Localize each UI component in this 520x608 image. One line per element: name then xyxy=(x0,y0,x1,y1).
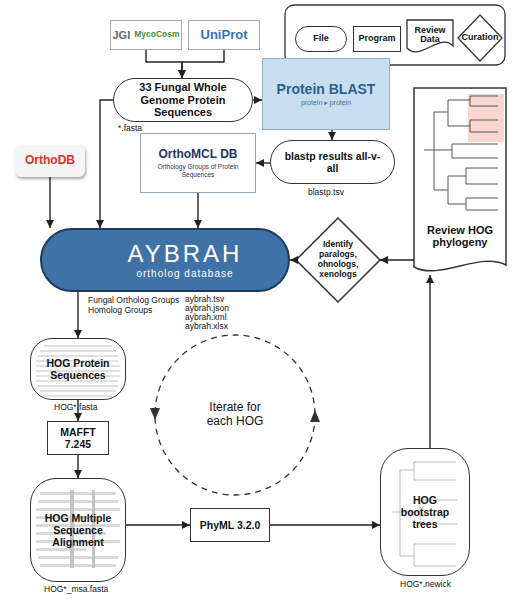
node-text: JGI xyxy=(112,29,130,42)
shape-path xyxy=(414,88,506,271)
file-node: HOG Multiple Sequence Alignment xyxy=(30,478,126,582)
legend-frame xyxy=(285,5,505,65)
tree-illustration xyxy=(424,94,504,210)
file-label: blastp.tsv xyxy=(308,188,344,197)
legend-shape-path xyxy=(458,15,502,61)
flow-arrow xyxy=(77,292,78,338)
file-label: HOG*.fasta xyxy=(54,403,97,412)
file-node: blastp results all-v-all xyxy=(270,140,395,184)
legend-text: Program xyxy=(358,34,395,43)
node-text: OrthoDB xyxy=(25,154,75,168)
legend-item: Program xyxy=(353,26,401,52)
file-label: Homolog Groups xyxy=(88,306,152,315)
node-text: Review HOG phylogeny xyxy=(422,224,498,249)
flow-arrow xyxy=(256,162,270,163)
node-text: MycoCosm xyxy=(134,30,179,40)
flow-arrow xyxy=(331,130,332,140)
iteration-cycle xyxy=(150,335,320,495)
flow-arrow xyxy=(429,275,430,448)
node-text: blastp results all-v-all xyxy=(279,150,386,174)
database-logo: OrthoDB xyxy=(15,145,85,177)
source-logo: UniProt xyxy=(188,20,260,50)
alignment-grid xyxy=(36,490,120,568)
node-text: Identify paralogs, ohnologs, xenologs xyxy=(310,240,366,279)
flow-arrow xyxy=(270,524,380,525)
node-text: Protein BLAST xyxy=(277,81,376,97)
database-box: AYBRAHortholog database xyxy=(40,228,290,292)
node-text: 33 Fungal Whole Genome Protein Sequences xyxy=(122,81,244,119)
decision-diamond: Identify paralogs, ohnologs, xenologs xyxy=(296,218,380,302)
legend-text: Curation xyxy=(462,33,499,42)
node-text: Orthology Groups of Protein Sequences xyxy=(141,163,255,178)
flow-arrow xyxy=(100,100,113,228)
flow-arrow xyxy=(197,193,198,228)
file-label: Fungal Ortholog Groups xyxy=(88,296,179,305)
file-label: aybrah.json xyxy=(185,304,229,313)
node-text: HOG Multiple Sequence Alignment xyxy=(39,512,117,548)
file-label: aybrah.xml xyxy=(185,313,227,322)
program-box: OrthoMCL DBOrthology Groups of Protein S… xyxy=(140,133,256,193)
file-node: HOG Protein Sequences xyxy=(30,338,126,400)
bootstrap-tree xyxy=(392,462,458,566)
legend-item: Review Data xyxy=(407,20,453,56)
flow-arrow xyxy=(380,259,414,260)
file-label: aybrah.tsv xyxy=(185,295,224,304)
file-node: HOG bootstrap trees xyxy=(380,448,470,576)
flow-arrow xyxy=(49,177,50,228)
node-text: AYBRAH xyxy=(128,240,243,268)
program-box: MAFFT 7.245 xyxy=(47,421,109,455)
flow-arrow xyxy=(290,259,296,260)
flow-arrow xyxy=(253,99,262,100)
node-text: HOG bootstrap trees xyxy=(391,494,459,530)
review-data: Review HOG phylogeny xyxy=(414,88,506,275)
file-node: 33 Fungal Whole Genome Protein Sequences xyxy=(113,78,253,122)
node-text: protein ▸ protein xyxy=(301,99,351,107)
legend-text: File xyxy=(313,34,329,43)
node-text: MAFFT 7.245 xyxy=(48,426,108,450)
node-text: ortholog database xyxy=(136,268,233,280)
program-box: PhyML 3.2.0 xyxy=(190,508,270,542)
flow-arrow xyxy=(126,524,190,525)
node-text: HOG Protein Sequences xyxy=(39,357,117,381)
node-text: OrthoMCL DB xyxy=(158,148,237,162)
file-label: Iterate for each HOG xyxy=(195,400,275,429)
node-text: UniProt xyxy=(201,28,248,43)
file-label: HOG*_msa.fasta xyxy=(44,585,108,594)
legend-item: File xyxy=(295,26,347,52)
file-label: *.fasta xyxy=(118,124,142,133)
file-label: aybrah.xlsx xyxy=(185,322,228,331)
source-logo: JGI MycoCosm xyxy=(110,20,182,50)
legend-text: Review Data xyxy=(407,26,453,45)
sequence-stripes xyxy=(36,346,120,396)
shape-path xyxy=(296,218,380,302)
file-label: HOG*.newick xyxy=(400,580,451,589)
node-text: PhyML 3.2.0 xyxy=(200,519,261,531)
flow-arrow xyxy=(77,400,78,421)
legend-shape-path xyxy=(407,20,453,52)
flow-arrow xyxy=(182,50,224,78)
program-box: Protein BLAST protein ▸ protein xyxy=(262,58,390,130)
legend-item: Curation xyxy=(458,15,502,61)
flow-arrow xyxy=(77,455,78,478)
flow-arrow xyxy=(146,50,182,78)
